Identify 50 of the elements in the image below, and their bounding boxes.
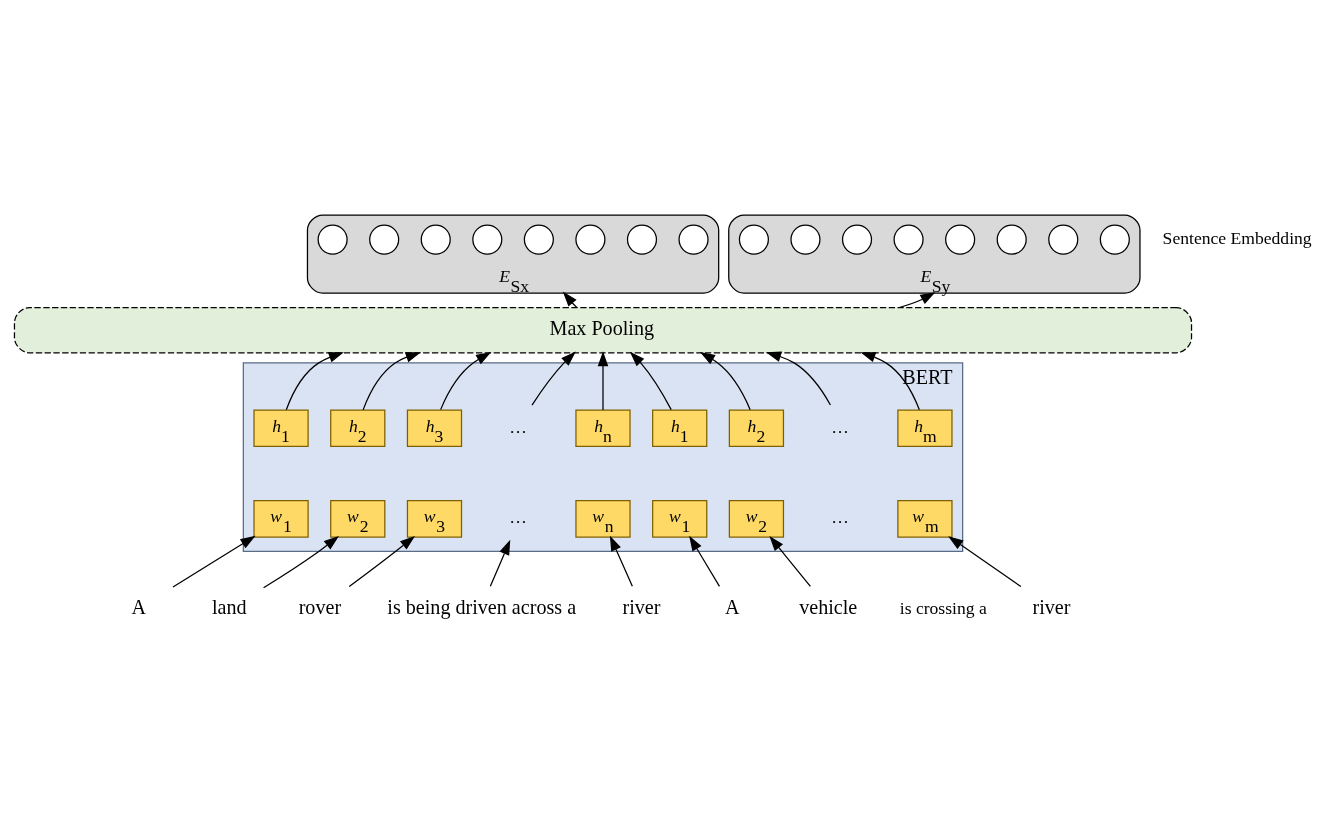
- node-circle: [317, 224, 348, 255]
- node-text: river: [1032, 596, 1071, 619]
- node-circle: [945, 224, 976, 255]
- arrow: [699, 352, 751, 411]
- node-circle: [841, 224, 873, 255]
- node-circle: [369, 224, 400, 255]
- node-circle: [523, 224, 554, 255]
- node-text: …: [831, 416, 849, 437]
- node-text: …: [509, 416, 527, 437]
- node-circle: [626, 224, 658, 255]
- node-text: rover: [298, 596, 342, 619]
- node-text: is being driven across a: [387, 596, 577, 619]
- arrow: [769, 535, 811, 587]
- arrow: [172, 535, 256, 588]
- label: is crossing a: [899, 597, 987, 618]
- node-circle: [738, 224, 769, 255]
- arrow: [562, 291, 578, 309]
- arrow: [629, 351, 672, 411]
- node-text: …: [831, 507, 849, 528]
- node-text: A: [724, 596, 740, 619]
- node-circle: [893, 224, 924, 255]
- node-circle: [678, 224, 709, 255]
- node-circle: [996, 224, 1027, 255]
- arrow: [765, 351, 832, 406]
- node-circle: [1099, 224, 1130, 255]
- arrow: [689, 535, 721, 587]
- arrow: [440, 352, 492, 411]
- node-circle: [790, 224, 821, 255]
- arrow: [597, 351, 609, 411]
- arrow: [898, 292, 936, 309]
- node-text: …: [509, 507, 527, 528]
- node-text: land: [211, 596, 247, 619]
- arrow: [609, 535, 633, 587]
- arrow: [489, 539, 511, 587]
- arrow: [531, 351, 576, 406]
- label: Sentence Embedding: [1162, 228, 1312, 249]
- node-circle: [575, 224, 606, 255]
- node-circle: [420, 224, 451, 255]
- arrow: [860, 352, 920, 411]
- node-text: river: [622, 596, 661, 619]
- node-text: vehicle: [799, 596, 858, 619]
- arrow: [362, 352, 421, 411]
- arrow: [262, 535, 339, 589]
- arrow: [948, 536, 1022, 588]
- node-circle: [1048, 224, 1079, 255]
- node-text: A: [131, 596, 146, 619]
- arrow: [348, 535, 416, 588]
- node-circle: [472, 224, 503, 255]
- node-box: Max Pooling: [13, 306, 1193, 354]
- arrow: [285, 352, 344, 411]
